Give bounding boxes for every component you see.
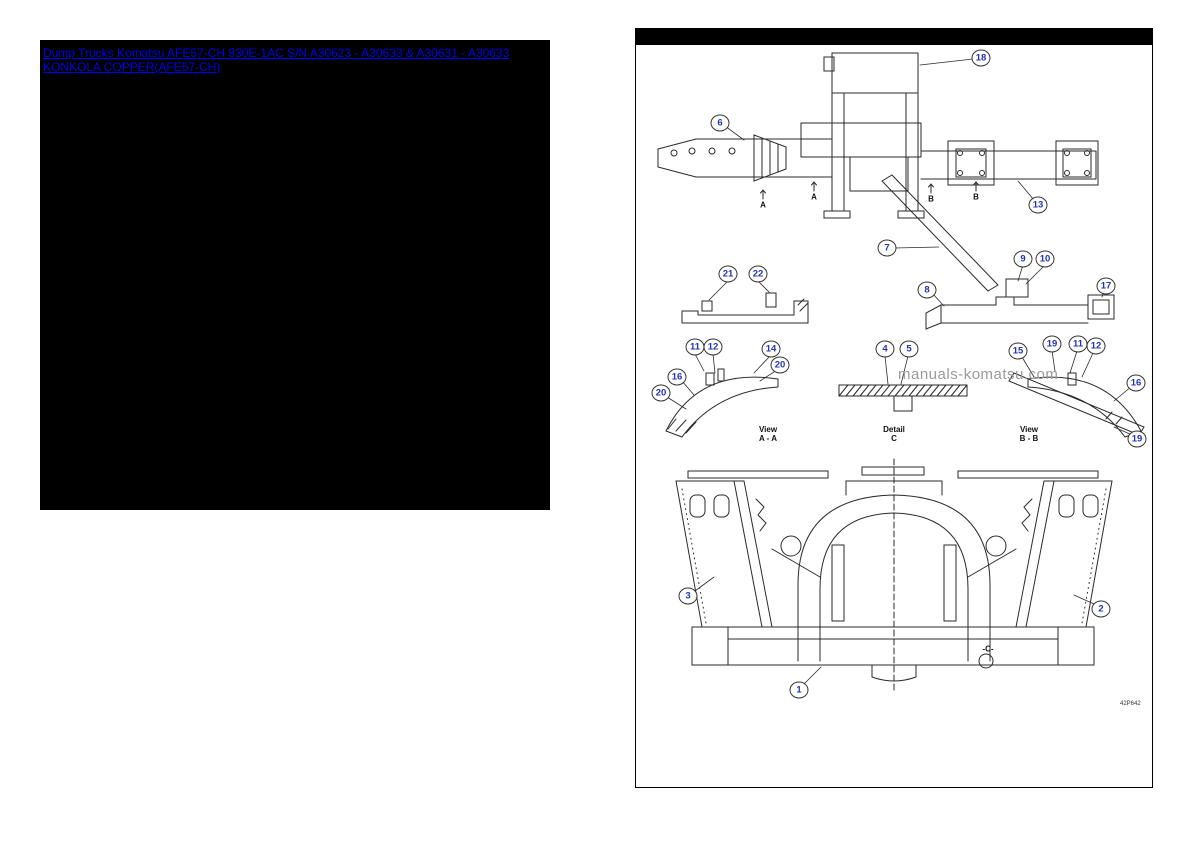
watermark: manuals-komatsu.com [898,366,1059,383]
view-label-line1: View [758,425,778,434]
view-label-line1: Detail [883,425,905,434]
callout-11: 11 [685,338,705,356]
detail-c-drawing [838,384,968,412]
callout-20: 20 [770,356,790,374]
callout-17: 17 [1096,277,1116,295]
callout-9: 9 [1013,250,1033,268]
callout-3: 3 [678,587,698,605]
drawing-number: 42P642 [1120,701,1141,707]
callout-15: 15 [1008,342,1028,360]
section-marker-B: B [928,194,934,204]
section-marker-A: A [760,200,766,210]
view-label-line2: C [891,434,897,443]
callout-16: 16 [1126,374,1146,392]
view-label-line1: View [1019,425,1039,434]
callout-14: 14 [761,340,781,358]
callout-22: 22 [748,265,768,283]
frame-front-view [675,458,1113,692]
callout-1: 1 [789,681,809,699]
callout-2: 2 [1091,600,1111,618]
callout-19: 19 [1127,430,1147,448]
callout-16: 16 [667,368,687,386]
diagram-header-bar [636,29,1152,45]
catalog-link[interactable]: Dump Trucks Komatsu AFE57-CH 830E-1AC S/… [43,46,510,74]
view-label-line2: A - A [758,434,778,443]
left-bracket [681,292,809,324]
mid-axle-assembly [925,278,1115,330]
top-crossmember-assembly [657,52,1099,292]
callout-19: 19 [1042,335,1062,353]
callout-12: 12 [703,338,723,356]
callout-12: 12 [1086,337,1106,355]
left-black-panel: Dump Trucks Komatsu AFE57-CH 830E-1AC S/… [40,40,550,510]
section-marker-A: A [811,192,817,202]
view-label-line2: B - B [1019,434,1039,443]
callout-13: 13 [1028,196,1048,214]
section-marker-C: -C- [982,644,994,654]
callout-8: 8 [917,281,937,299]
callout-21: 21 [718,265,738,283]
callout-7: 7 [877,239,897,257]
parts-diagram [657,52,1145,692]
callout-5: 5 [899,340,919,358]
callout-11: 11 [1068,335,1088,353]
view-a-a-drawing [665,368,779,438]
callout-18: 18 [971,49,991,67]
callout-4: 4 [875,340,895,358]
callout-20: 20 [651,384,671,402]
callout-10: 10 [1035,250,1055,268]
section-marker-B: B [973,192,979,202]
callout-6: 6 [710,114,730,132]
